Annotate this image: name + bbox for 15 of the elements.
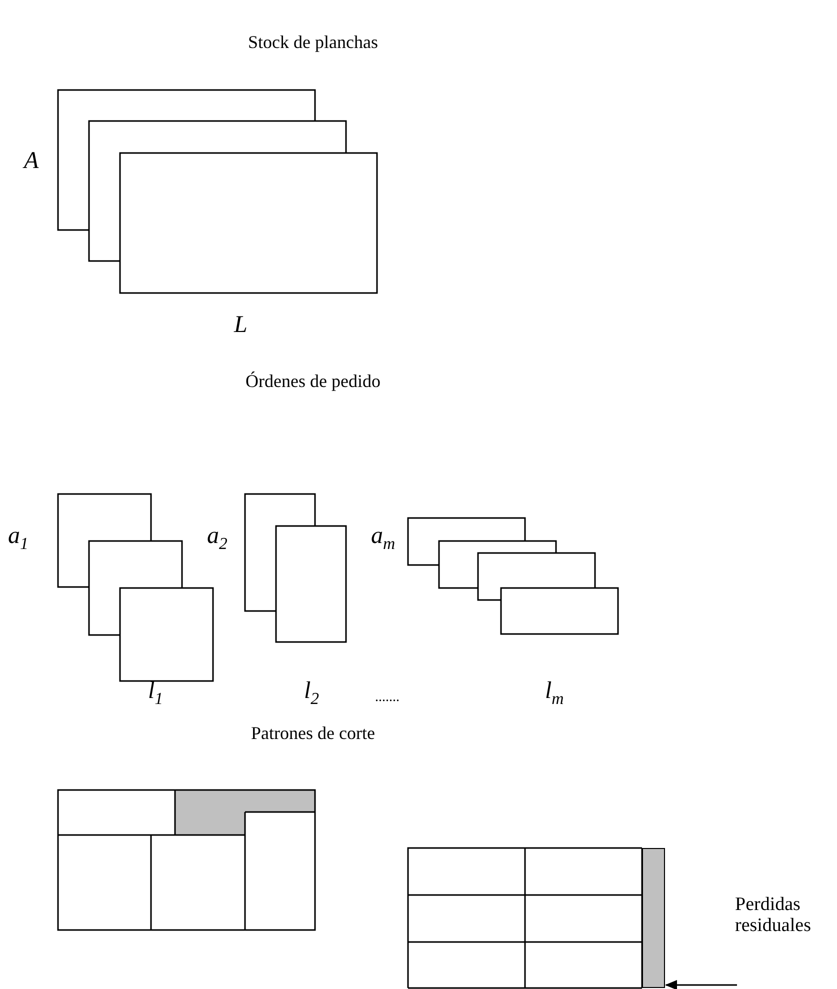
section-heading: Stock de planchas — [248, 33, 378, 53]
dimension-label: l$_{m}$ — [545, 678, 564, 708]
dimension-label: a$_{1}$ — [8, 523, 28, 554]
dimension-label: a$_{m}$ — [371, 523, 396, 554]
ellipsis-text: ....... — [375, 690, 400, 706]
dimension-label: l$_{1}$ — [148, 678, 164, 708]
dimension-label: A — [24, 148, 39, 174]
leader-arrow — [665, 980, 737, 989]
section-heading: Patrones de corte — [251, 724, 375, 744]
dimension-label: l$_{2}$ — [304, 678, 320, 708]
dimension-label: a$_{2}$ — [207, 523, 228, 554]
callout-label: Perdidas residuales — [735, 895, 835, 937]
waste-strip — [642, 848, 665, 988]
dimension-label: L — [234, 312, 248, 338]
section-heading: Órdenes de pedido — [246, 372, 380, 392]
